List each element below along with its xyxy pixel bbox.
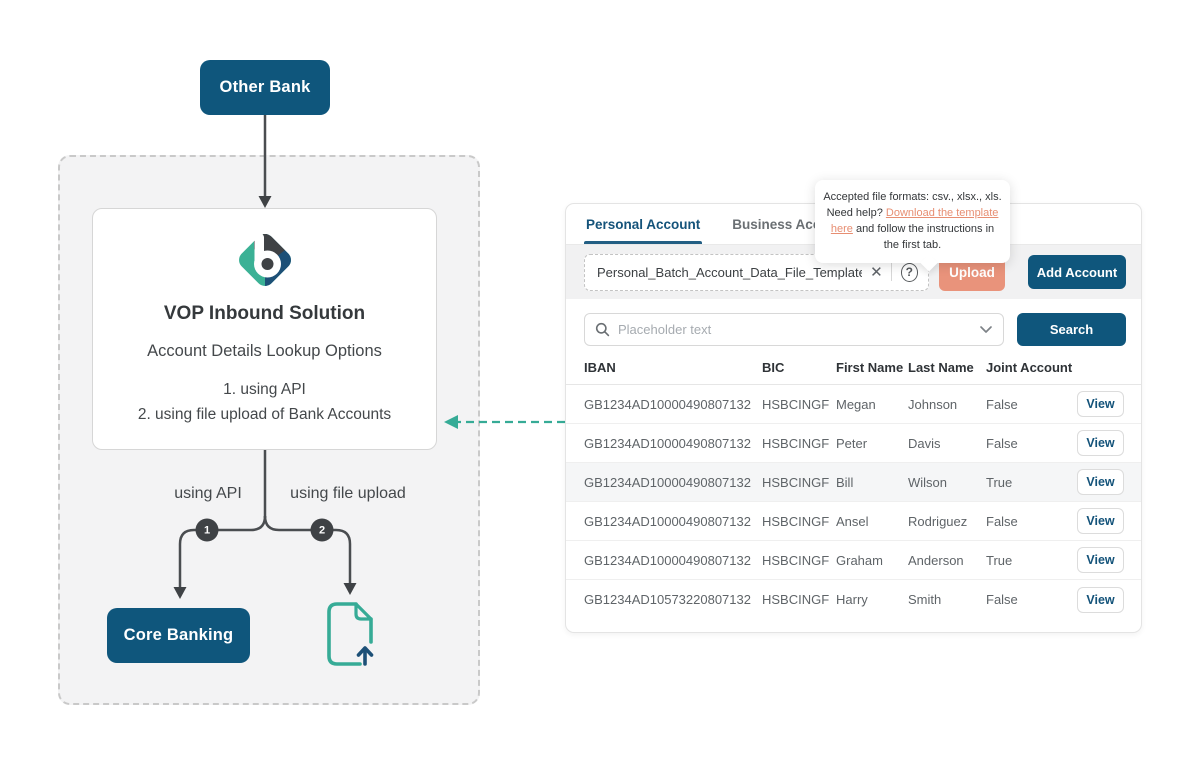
col-header-joint-account: Joint Account	[986, 359, 1073, 375]
vop-solution-node: VOP Inbound Solution Account Details Loo…	[92, 208, 437, 450]
cell-last-name: Rodriguez	[908, 513, 968, 529]
cell-iban: GB1234AD10000490807132	[584, 474, 751, 490]
cell-first-name: Harry	[836, 592, 868, 607]
help-icon[interactable]: ?	[900, 262, 918, 282]
table-row: GB1234AD10000490807132 HSBCINGF Graham A…	[566, 541, 1141, 580]
search-button[interactable]: Search	[1017, 313, 1126, 346]
col-header-last-name: Last Name	[908, 359, 974, 375]
cell-joint-account: False	[986, 513, 1018, 529]
other-bank-label: Other Bank	[219, 78, 311, 96]
cell-iban: GB1234AD10573220807132	[584, 592, 751, 607]
search-field-wrapper	[584, 313, 1004, 346]
branch-file-label: using file upload	[290, 485, 406, 502]
cell-first-name: Peter	[836, 435, 868, 451]
table-header-row: IBAN BIC First Name Last Name Joint Acco…	[566, 350, 1141, 385]
vop-subtitle: Account Details Lookup Options	[147, 342, 382, 360]
cell-first-name: Ansel	[836, 513, 869, 529]
view-button[interactable]: View	[1077, 391, 1124, 417]
view-button[interactable]: View	[1077, 430, 1124, 456]
col-header-iban: IBAN	[584, 359, 616, 375]
view-button[interactable]: View	[1077, 469, 1124, 495]
clear-file-icon[interactable]: ✕	[870, 264, 883, 281]
download-template-link[interactable]: Download the template here	[830, 207, 999, 235]
chooser-divider	[890, 263, 892, 281]
cell-iban: GB1234AD10000490807132	[584, 552, 751, 568]
table-row: GB1234AD10573220807132 HSBCINGF Harry Sm…	[566, 580, 1141, 619]
file-upload-icon	[327, 602, 374, 666]
view-button[interactable]: View	[1077, 547, 1124, 573]
cell-bic: HSBCINGF	[762, 396, 830, 412]
chevron-down-icon[interactable]	[979, 325, 993, 334]
cell-bic: HSBCINGF	[762, 552, 830, 568]
cell-bic: HSBCINGF	[762, 474, 830, 490]
upload-help-tooltip: Accepted file formats: csv., xlsx., xls.…	[815, 180, 1010, 263]
table-row: GB1234AD10000490807132 HSBCINGF Peter Da…	[566, 424, 1141, 463]
cell-joint-account: False	[986, 396, 1018, 412]
search-input[interactable]	[618, 322, 979, 337]
selected-file-name: Personal_Batch_Account_Data_File_Templat…	[597, 264, 863, 280]
cell-last-name: Johnson	[908, 396, 958, 412]
search-row: Search	[566, 299, 1141, 346]
cell-first-name: Graham	[836, 552, 883, 568]
table-row: GB1234AD10000490807132 HSBCINGF Bill Wil…	[566, 463, 1141, 502]
table-row: GB1234AD10000490807132 HSBCINGF Megan Jo…	[566, 385, 1141, 424]
account-management-panel: Personal Account Business Account Person…	[565, 203, 1142, 633]
table-row: GB1234AD10000490807132 HSBCINGF Ansel Ro…	[566, 502, 1141, 541]
branch-api-label: using API	[174, 485, 242, 502]
vop-title: VOP Inbound Solution	[163, 303, 366, 324]
upload-button[interactable]: Upload	[939, 253, 1005, 291]
brand-diamond-logo-icon	[234, 230, 295, 290]
cell-joint-account: True	[986, 552, 1013, 568]
cell-first-name: Bill	[836, 474, 854, 490]
branch-badge-2: 2	[310, 518, 334, 542]
cell-bic: HSBCINGF	[762, 435, 830, 451]
cell-bic: HSBCINGF	[762, 592, 830, 607]
cell-bic: HSBCINGF	[762, 513, 830, 529]
cell-joint-account: False	[986, 592, 1018, 607]
cell-first-name: Megan	[836, 396, 876, 412]
cell-iban: GB1234AD10000490807132	[584, 435, 751, 451]
view-button[interactable]: View	[1077, 586, 1124, 613]
other-bank-node: Other Bank	[200, 60, 330, 115]
col-header-first-name: First Name	[836, 359, 904, 375]
cell-iban: GB1234AD10000490807132	[584, 396, 751, 412]
tab-personal-account[interactable]: Personal Account	[584, 204, 703, 244]
view-button[interactable]: View	[1077, 508, 1124, 534]
col-header-bic: BIC	[762, 359, 785, 375]
add-account-button[interactable]: Add Account	[1028, 255, 1126, 289]
cell-last-name: Davis	[908, 435, 941, 451]
core-banking-label: Core Banking	[123, 626, 234, 644]
tooltip-text-before: Accepted file formats: csv., xlsx., xls.…	[823, 191, 1002, 219]
tab-personal-label: Personal Account	[586, 216, 701, 232]
vop-option-api: 1. using API	[223, 381, 306, 398]
tooltip-text-after: and follow the instructions in the first…	[852, 223, 995, 251]
cell-joint-account: False	[986, 435, 1018, 451]
core-banking-node: Core Banking	[107, 608, 250, 663]
vop-option-file-upload: 2. using file upload of Bank Accounts	[137, 406, 392, 423]
accounts-table: IBAN BIC First Name Last Name Joint Acco…	[566, 350, 1141, 619]
search-icon	[595, 322, 610, 337]
cell-last-name: Anderson	[908, 552, 964, 568]
cell-last-name: Wilson	[908, 474, 948, 490]
cell-iban: GB1234AD10000490807132	[584, 513, 751, 529]
branch-badge-1: 1	[195, 518, 219, 542]
cell-joint-account: True	[986, 474, 1013, 490]
cell-last-name: Smith	[908, 592, 942, 607]
